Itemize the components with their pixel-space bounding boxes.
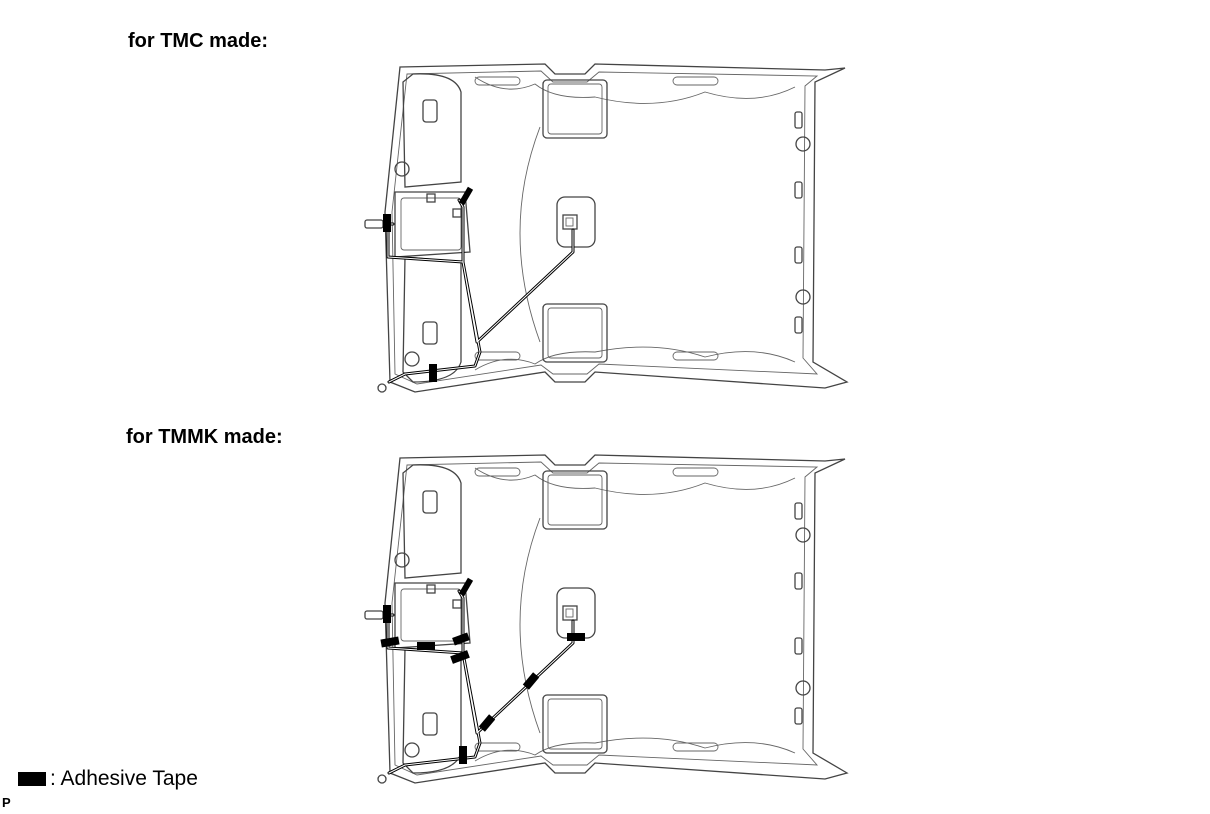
caption-tmmk: for TMMK made:	[126, 426, 283, 448]
rear-tab-left	[474, 351, 521, 361]
right-edge-slot-1	[794, 181, 803, 199]
code-label: P	[2, 795, 11, 810]
right-edge-slot-1	[794, 572, 803, 590]
rear-pillar-pocket	[402, 647, 462, 774]
clip-hole-rear	[404, 742, 420, 758]
sun-visor-recess-bottom	[542, 303, 608, 363]
headliner-inner-edge	[391, 70, 819, 385]
right-edge-slot-3	[794, 707, 803, 725]
harness-connector-top-left	[426, 193, 436, 203]
adhesive-tape-1	[458, 186, 474, 206]
front-tab-left	[474, 467, 521, 477]
room-lamp-connector-inner	[565, 608, 574, 618]
rear-edge-contour	[474, 737, 796, 762]
room-lamp-opening	[556, 196, 596, 248]
front-pillar-pocket	[402, 464, 462, 579]
right-edge-slot-3	[794, 316, 803, 334]
adhesive-tape-5	[450, 650, 470, 664]
legend: : Adhesive Tape	[18, 767, 198, 791]
front-pillar-pocket	[402, 73, 462, 188]
sun-visor-recess-top-inner	[547, 474, 603, 526]
right-edge-slot-2	[794, 246, 803, 264]
headliner-outline	[384, 63, 849, 393]
rear-window-inner	[400, 197, 462, 251]
adhesive-tape-swatch	[18, 772, 46, 786]
harness-ground-terminal	[377, 383, 387, 393]
adhesive-tape-9	[459, 746, 467, 764]
adhesive-tape-8	[567, 633, 585, 641]
rear-window-inner	[400, 588, 462, 642]
front-edge-contour	[474, 76, 796, 104]
rear-tab-left	[474, 742, 521, 752]
headliner-inner-edge	[391, 461, 819, 776]
caption-tmc: for TMC made:	[128, 30, 268, 52]
clip-slot-rear	[422, 321, 438, 345]
clip-hole-front	[394, 552, 410, 568]
rear-tab-right	[672, 742, 719, 752]
room-lamp-connector-inner	[565, 217, 574, 227]
rear-window-outline	[394, 582, 471, 649]
clip-slot-front	[422, 99, 438, 123]
center-contour-line	[519, 517, 541, 734]
sun-visor-recess-top	[542, 79, 608, 139]
sun-visor-recess-bottom-inner	[547, 698, 603, 750]
headliner-outline	[384, 454, 849, 784]
adhesive-tape-0	[383, 605, 391, 623]
clip-hole-front	[394, 161, 410, 177]
legend-label: : Adhesive Tape	[50, 767, 198, 790]
wire-harness	[386, 198, 575, 384]
adhesive-tape-2	[380, 636, 400, 648]
clip-slot-rear	[422, 712, 438, 736]
adhesive-tape-7	[522, 672, 540, 690]
room-lamp-connector	[562, 605, 578, 621]
headliner-diagram-tmc	[364, 63, 849, 393]
center-contour-line	[519, 126, 541, 343]
room-lamp-connector	[562, 214, 578, 230]
rear-pillar-pocket	[402, 256, 462, 383]
adhesive-tape-4	[452, 632, 470, 646]
rear-edge-contour	[474, 346, 796, 371]
right-edge-hole-rear	[795, 289, 811, 305]
front-edge-contour	[474, 467, 796, 495]
adhesive-tape-3	[417, 642, 435, 650]
rear-window-outline	[394, 191, 471, 258]
harness-connector-left	[364, 610, 384, 620]
right-edge-slot-0	[794, 111, 803, 129]
harness-connector-top-right	[452, 208, 462, 218]
adhesive-tape-1	[458, 577, 474, 597]
right-edge-hole-front	[795, 527, 811, 543]
clip-hole-rear	[404, 351, 420, 367]
right-edge-hole-front	[795, 136, 811, 152]
adhesive-tape-6	[478, 714, 496, 732]
sun-visor-recess-top	[542, 470, 608, 530]
headliner-diagram-tmmk	[364, 454, 849, 784]
right-edge-slot-0	[794, 502, 803, 520]
rear-tab-right	[672, 351, 719, 361]
right-edge-hole-rear	[795, 680, 811, 696]
right-edge-slot-2	[794, 637, 803, 655]
harness-connector-top-left	[426, 584, 436, 594]
sun-visor-recess-bottom-inner	[547, 307, 603, 359]
clip-slot-front	[422, 490, 438, 514]
harness-ground-terminal	[377, 774, 387, 784]
harness-connector-top-right	[452, 599, 462, 609]
front-tab-right	[672, 76, 719, 86]
sun-visor-recess-bottom	[542, 694, 608, 754]
front-tab-right	[672, 467, 719, 477]
harness-connector-left	[364, 219, 384, 229]
sun-visor-recess-top-inner	[547, 83, 603, 135]
adhesive-tape-0	[383, 214, 391, 232]
front-tab-left	[474, 76, 521, 86]
wire-harness	[386, 589, 575, 775]
adhesive-tape-2	[429, 364, 437, 382]
